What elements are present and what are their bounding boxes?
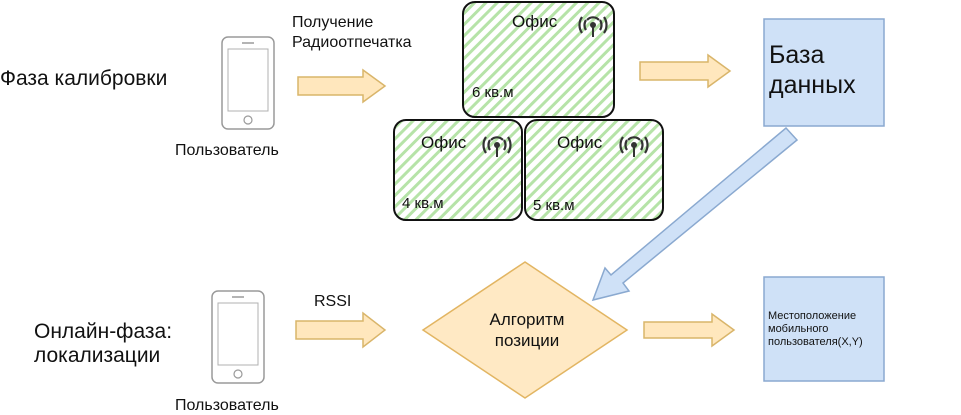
- fingerprint-label-line1: Получение: [292, 14, 374, 31]
- office-5-title: Офис: [557, 133, 603, 152]
- arrow-to-location: [643, 312, 736, 348]
- online-phase-line1: Онлайн-фаза:: [34, 320, 173, 343]
- online-phase-line2: локализации: [34, 344, 161, 367]
- online-user-label: Пользователь: [175, 397, 279, 414]
- office-6-box: [462, 1, 615, 118]
- algorithm-diamond: [421, 261, 629, 399]
- online-smartphone-icon: [211, 290, 265, 384]
- office-4-title: Офис: [421, 133, 467, 152]
- location-label-line2: мобильного: [768, 323, 829, 335]
- location-box: [763, 276, 885, 382]
- location-label-line1: Местоположение: [768, 310, 857, 322]
- arrow-fingerprint: [297, 68, 387, 104]
- location-label-line3: пользователя(X,Y): [768, 336, 863, 348]
- calibration-user-label: Пользователь: [175, 142, 279, 159]
- fingerprint-label-line2: Радиоотпечатка: [292, 34, 412, 51]
- office-6-title: Офис: [512, 12, 558, 31]
- office-4-box: [393, 119, 523, 221]
- database-box: [763, 18, 885, 127]
- office-5-box: [524, 119, 664, 221]
- office-5-area: 5 кв.м: [533, 197, 575, 214]
- arrow-to-database: [639, 53, 732, 89]
- office-4-area: 4 кв.м: [402, 195, 444, 212]
- algorithm-label-line2: позиции: [494, 331, 560, 350]
- database-label-line1: База: [769, 41, 825, 69]
- arrow-database-to-algorithm: [591, 126, 799, 302]
- office-6-area: 6 кв.м: [472, 84, 514, 101]
- calibration-smartphone-icon: [221, 36, 275, 130]
- algorithm-label-line1: Алгоритм: [489, 310, 565, 329]
- database-label-line2: данных: [769, 71, 856, 99]
- calibration-phase-label: Фаза калибровки: [0, 67, 168, 90]
- rssi-label: RSSI: [314, 293, 352, 310]
- arrow-rssi: [295, 311, 387, 349]
